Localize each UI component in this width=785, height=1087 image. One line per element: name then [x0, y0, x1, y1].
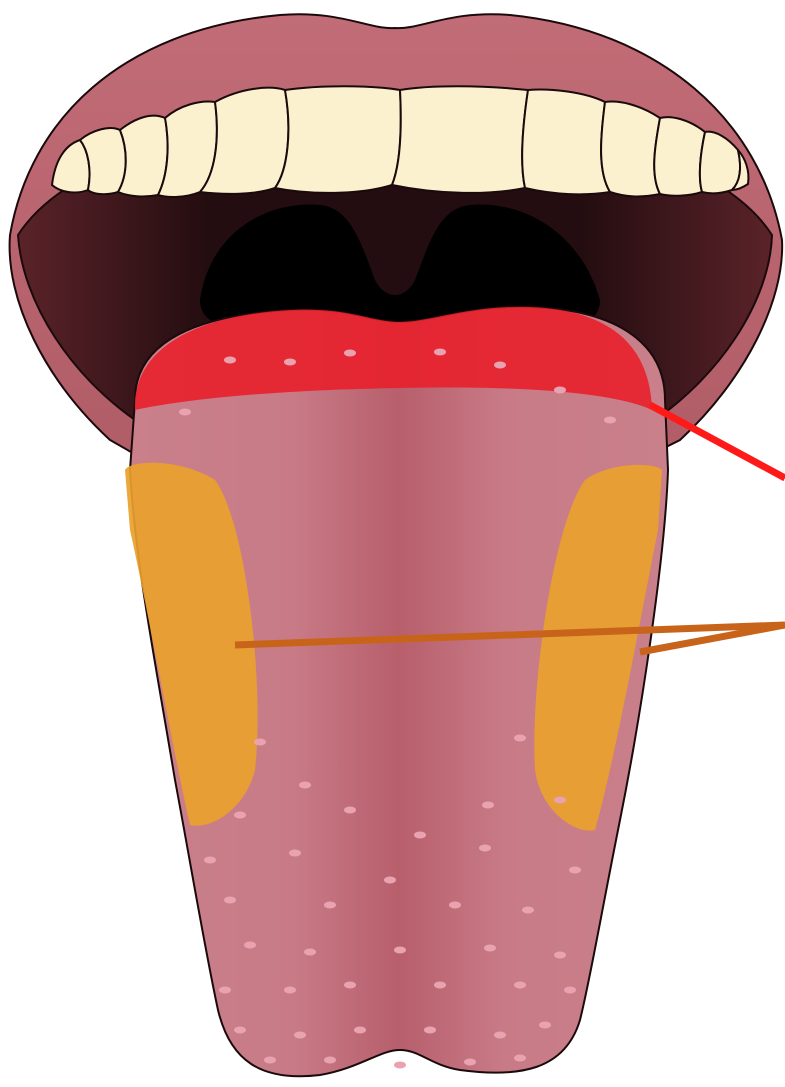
papilla-dot [424, 1027, 436, 1034]
tooth [522, 90, 610, 195]
papilla-dot [554, 387, 566, 394]
papilla-dot [284, 987, 296, 994]
tooth [118, 116, 168, 197]
papilla-dot [294, 1032, 306, 1039]
papilla-dot [394, 1062, 406, 1069]
papilla-dot [554, 797, 566, 804]
papilla-dot [434, 349, 446, 356]
papilla-dot [344, 350, 356, 357]
papilla-dot [284, 359, 296, 366]
papilla-dot [344, 807, 356, 814]
papilla-dot [494, 1032, 506, 1039]
papilla-dot [324, 902, 336, 909]
papilla-dot [494, 362, 506, 369]
papilla-dot [304, 949, 316, 956]
papilla-dot [569, 867, 581, 874]
papilla-dot [564, 987, 576, 994]
tooth [392, 86, 528, 193]
papilla-dot [414, 832, 426, 839]
papilla-dot [479, 845, 491, 852]
papilla-dot [522, 907, 534, 914]
papilla-dot [234, 812, 246, 819]
papilla-dot [289, 850, 301, 857]
papilla-dot [434, 982, 446, 989]
papilla-dot [299, 782, 311, 789]
papilla-dot [354, 1027, 366, 1034]
papilla-dot [394, 947, 406, 954]
papilla-dot [344, 982, 356, 989]
papilla-dot [484, 945, 496, 952]
papilla-dot [234, 1027, 246, 1034]
tooth [654, 117, 705, 196]
papilla-dot [224, 897, 236, 904]
papilla-dot [554, 952, 566, 959]
papilla-dot [482, 802, 494, 809]
papilla-dot [324, 1057, 336, 1064]
papilla-dot [464, 1059, 476, 1066]
papilla-dot [244, 942, 256, 949]
papilla-dot [539, 1022, 551, 1029]
papilla-dot [384, 877, 396, 884]
papilla-dot [179, 409, 191, 416]
tooth [601, 102, 660, 197]
papilla-dot [449, 902, 461, 909]
papilla-dot [604, 417, 616, 424]
papilla-dot [514, 1055, 526, 1062]
papilla-dot [514, 735, 526, 742]
papilla-dot [204, 857, 216, 864]
papilla-dot [514, 982, 526, 989]
papilla-dot [264, 1057, 276, 1064]
tooth [275, 86, 401, 193]
papilla-dot [224, 357, 236, 364]
papilla-dot [219, 987, 231, 994]
papilla-dot [254, 739, 266, 746]
